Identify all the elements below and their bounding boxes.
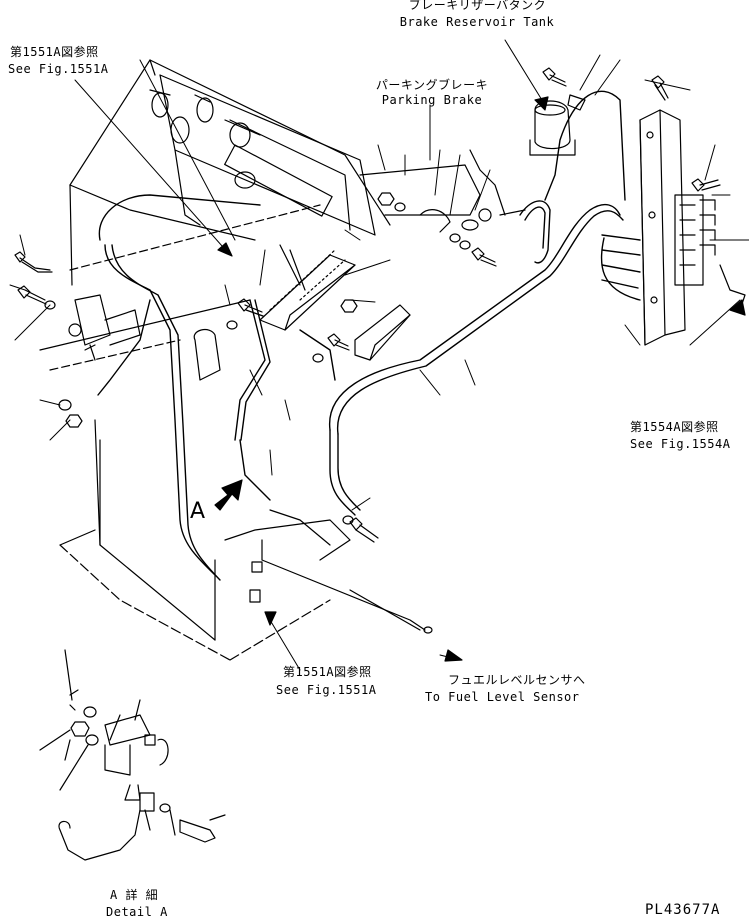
main-harness: [97, 90, 641, 581]
fuel-sensor-label-en: To Fuel Level Sensor: [425, 690, 580, 704]
bolt: [327, 333, 350, 351]
bolt: [651, 75, 669, 101]
arrow-see-1551a-bottom: [264, 611, 277, 626]
bolt: [471, 247, 497, 267]
nut: [377, 192, 395, 206]
washer: [449, 233, 461, 243]
view-a-arrow: [214, 479, 243, 511]
fuel-sensor-lead: [249, 539, 433, 634]
parking-brake-label-en: Parking Brake: [381, 93, 483, 107]
parking-brake: [359, 149, 526, 233]
bolt: [542, 67, 567, 87]
arrow-see-1551a-top: [217, 242, 233, 257]
view-a-letter: A: [190, 499, 206, 524]
detail-a-drawing: [39, 649, 226, 861]
see-fig-1554a-en: See Fig.1554A: [630, 437, 731, 451]
cover-plate: [354, 304, 411, 361]
console-body: [39, 59, 391, 661]
bolt: [691, 178, 721, 192]
nut: [65, 414, 83, 428]
relay-bracket: [639, 109, 746, 346]
nut: [340, 299, 358, 313]
left-bracket: [68, 294, 221, 381]
washer: [394, 202, 406, 212]
part-number: PL43677A: [645, 902, 721, 918]
brake-reservoir-label-jp: ブレーキリザーバタンク: [408, 0, 547, 12]
washer: [58, 399, 72, 411]
bolt: [17, 285, 47, 305]
see-fig-1554a-jp: 第1554A図参照: [630, 420, 719, 434]
washer: [342, 515, 354, 525]
parking-brake-label-jp: パーキングブレーキ: [375, 78, 489, 92]
see-fig-1551a-bottom-en: See Fig.1551A: [276, 683, 377, 697]
washer: [312, 353, 324, 363]
see-fig-1551a-bottom-jp: 第1551A図参照: [283, 665, 372, 679]
instrument-cluster: [149, 74, 376, 236]
controller-box: [259, 244, 356, 331]
detail-a-label-en: Detail A: [106, 905, 168, 919]
bolt: [14, 251, 53, 273]
detail-a-label-jp: A 詳 細: [110, 888, 159, 902]
leader-lines: [9, 39, 749, 671]
washer: [226, 320, 238, 330]
brake-reservoir-label-en: Brake Reservoir Tank: [399, 15, 555, 29]
arrow-fuel-sensor: [444, 649, 463, 662]
arrow-brake-reservoir: [534, 96, 549, 111]
fuel-sensor-label-jp: フュエルレベルセンサへ: [448, 673, 586, 687]
fasteners: [14, 67, 721, 543]
bolt: [349, 517, 379, 543]
see-fig-1551a-top-en: See Fig.1551A: [8, 62, 109, 76]
washer: [44, 300, 56, 310]
bolt: [237, 298, 264, 317]
see-fig-1551a-top-jp: 第1551A図参照: [10, 45, 99, 59]
washer: [459, 240, 471, 250]
arrow-see-1554a: [729, 299, 746, 316]
